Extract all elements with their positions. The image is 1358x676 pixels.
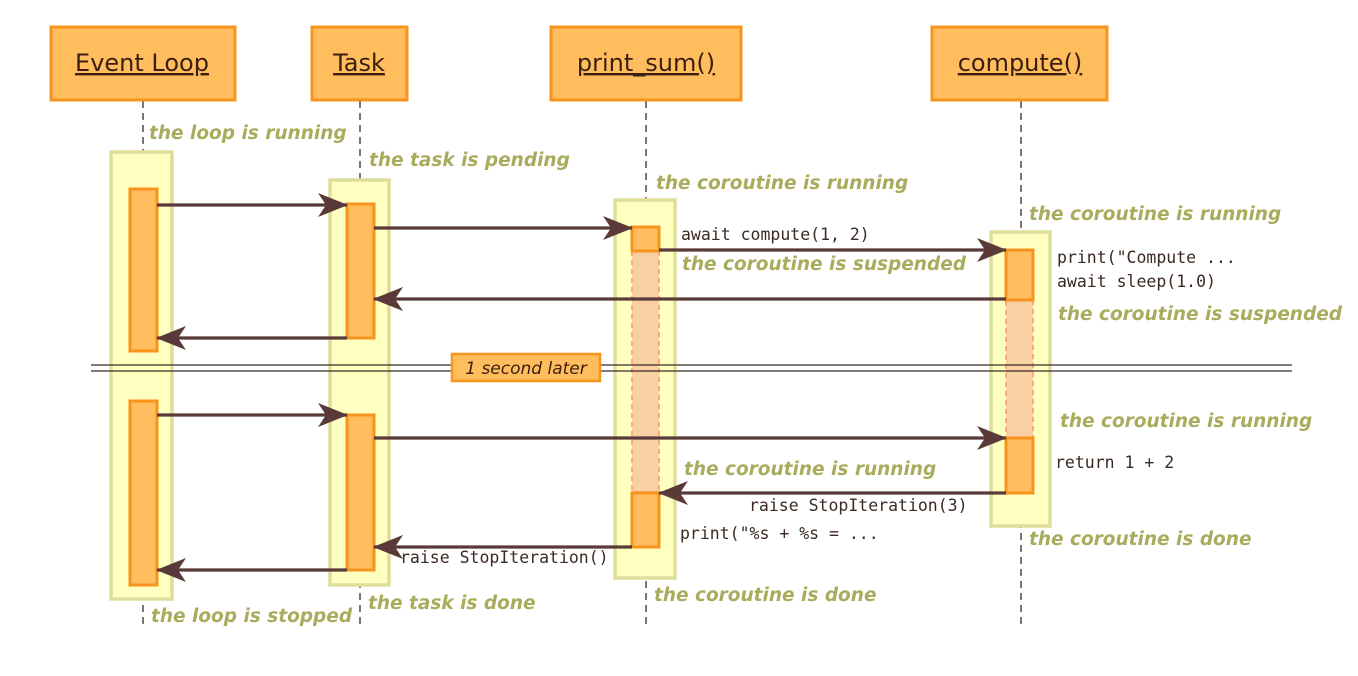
compute-activation-1 bbox=[1004, 248, 1035, 302]
print-sum-activation-2 bbox=[630, 491, 661, 549]
actor-label: Event Loop bbox=[75, 49, 209, 77]
note-loop-stopped: the loop is stopped bbox=[151, 606, 353, 627]
actor-compute: compute() bbox=[930, 25, 1109, 102]
event-loop-activation-2 bbox=[128, 399, 159, 587]
note-compute-suspended: the coroutine is suspended bbox=[1058, 304, 1343, 325]
note-compute-done: the coroutine is done bbox=[1029, 529, 1252, 550]
event-loop-activation-1 bbox=[128, 187, 159, 353]
code-await-sleep: await sleep(1.0) bbox=[1057, 272, 1216, 291]
code-await-compute: await compute(1, 2) bbox=[681, 225, 870, 244]
actor-label: compute() bbox=[958, 49, 1083, 77]
separator-label: 1 second later bbox=[465, 359, 588, 379]
actor-label: print_sum() bbox=[577, 49, 715, 77]
actor-label: Task bbox=[332, 49, 385, 77]
note-compute-running-1: the coroutine is running bbox=[1029, 204, 1281, 225]
note-compute-running-2: the coroutine is running bbox=[1060, 411, 1312, 432]
code-print-sum: print("%s + %s = ... bbox=[680, 524, 879, 543]
task-activation-1 bbox=[345, 202, 376, 340]
code-return-sum: return 1 + 2 bbox=[1055, 453, 1174, 472]
note-print-sum-suspended: the coroutine is suspended bbox=[682, 254, 967, 275]
print-sum-activation-1 bbox=[630, 225, 661, 253]
note-task-done: the task is done bbox=[368, 593, 536, 614]
actor-event-loop: Event Loop bbox=[49, 25, 237, 102]
code-print-compute: print("Compute ... bbox=[1057, 248, 1236, 267]
note-print-sum-done: the coroutine is done bbox=[654, 585, 877, 606]
code-raise-stop-iteration: raise StopIteration() bbox=[400, 548, 609, 567]
task-activation-2 bbox=[345, 413, 376, 572]
code-raise-stop-iteration-3: raise StopIteration(3) bbox=[749, 496, 968, 515]
compute-activation-2 bbox=[1004, 436, 1035, 495]
actor-print-sum: print_sum() bbox=[549, 25, 743, 102]
note-print-sum-running-2: the coroutine is running bbox=[684, 459, 936, 480]
compute-suspended-bar bbox=[1005, 299, 1034, 439]
separator-label-box: 1 second later bbox=[450, 352, 602, 383]
note-print-sum-running-1: the coroutine is running bbox=[656, 173, 908, 194]
actor-task: Task bbox=[310, 25, 409, 102]
note-task-pending: the task is pending bbox=[369, 150, 570, 171]
note-loop-running: the loop is running bbox=[149, 123, 347, 144]
